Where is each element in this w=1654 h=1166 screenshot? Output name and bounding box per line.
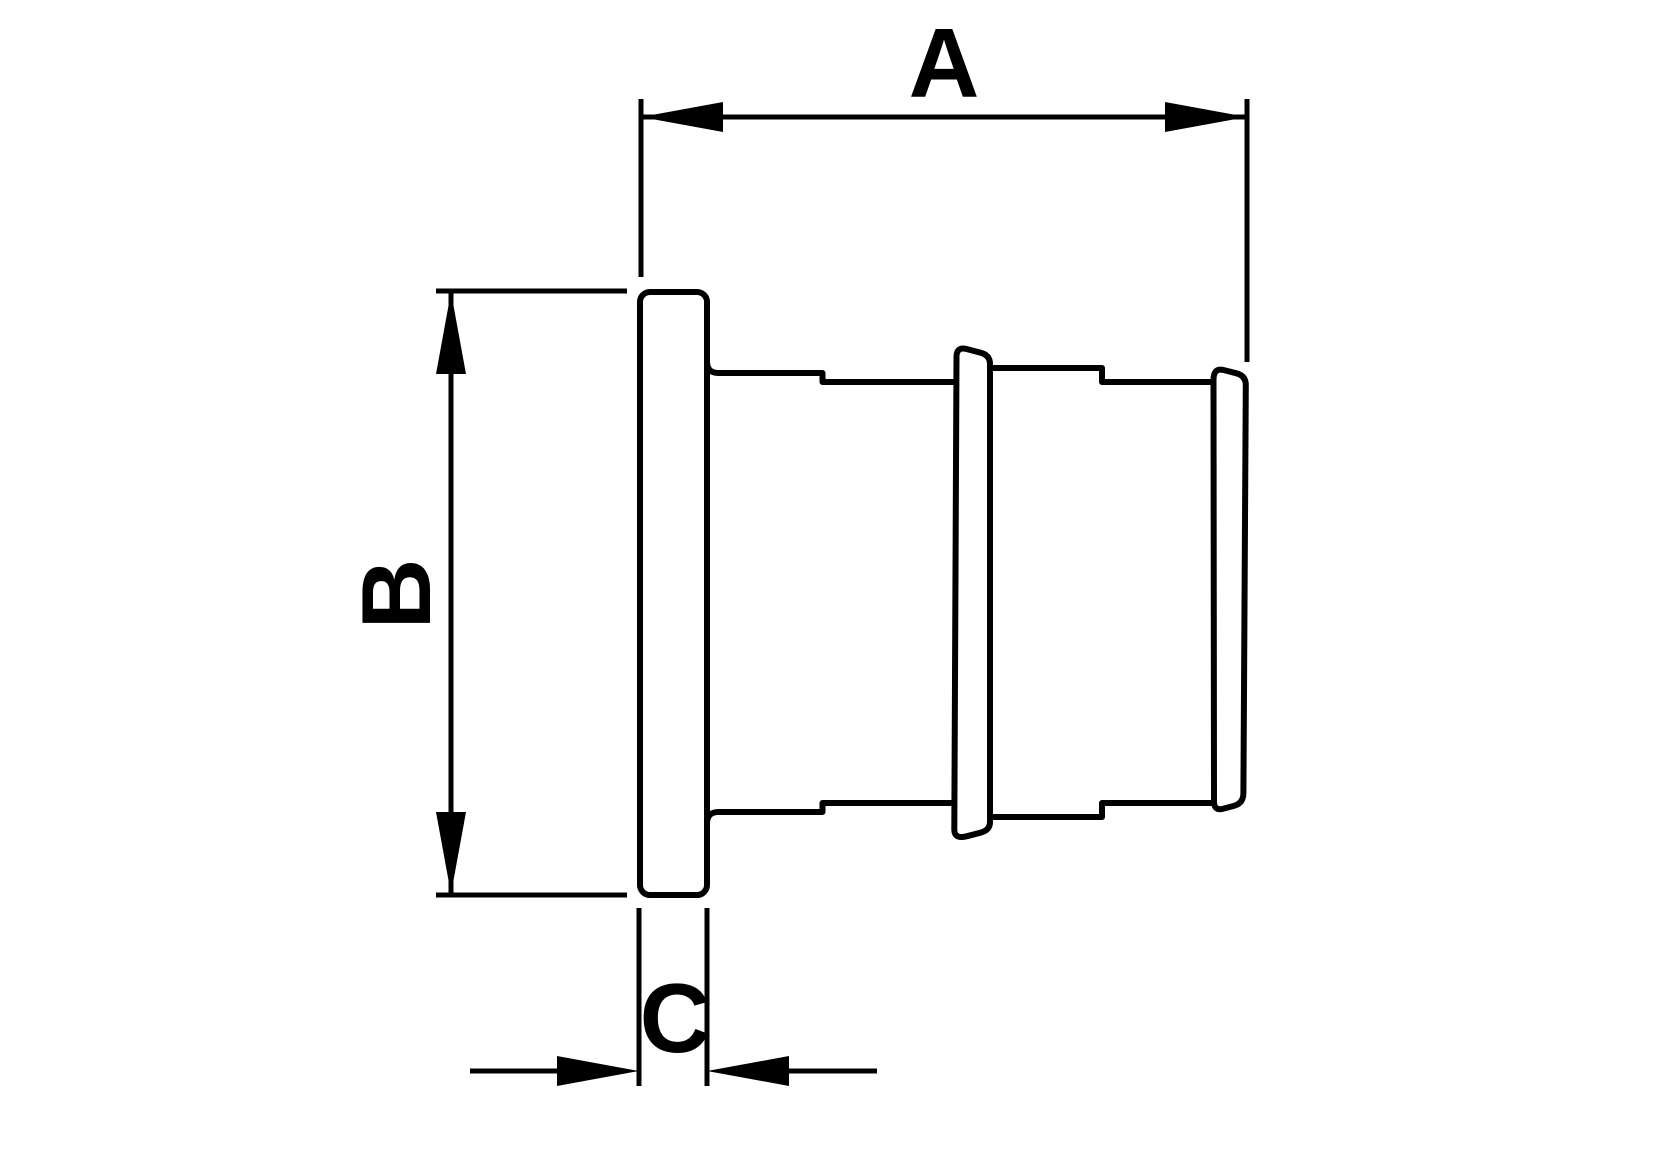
barb-rib [951,345,993,841]
dimension-c: C [470,908,877,1086]
dim-b-arrowhead-bottom [436,812,466,894]
dim-a-arrowhead-left [641,102,723,132]
body-right-top-edge [990,365,1214,385]
fitting-outline [637,289,1249,898]
shoulder-bottom-edge [704,800,955,824]
dim-a-label: A [909,8,980,118]
shoulder-top-edge [704,361,955,385]
end-cap [1210,366,1249,813]
dim-c-arrowhead-right [707,1056,789,1086]
flange [637,289,710,898]
body-right-bottom-edge [990,800,1214,820]
dim-c-label: C [640,963,711,1073]
dim-c-arrowhead-left [557,1056,639,1086]
dim-b-arrowhead-top [436,292,466,374]
dimension-b: B [341,288,627,898]
dim-b-label: B [341,559,451,630]
dim-a-arrowhead-right [1165,102,1247,132]
dimension-a: A [638,8,1250,362]
